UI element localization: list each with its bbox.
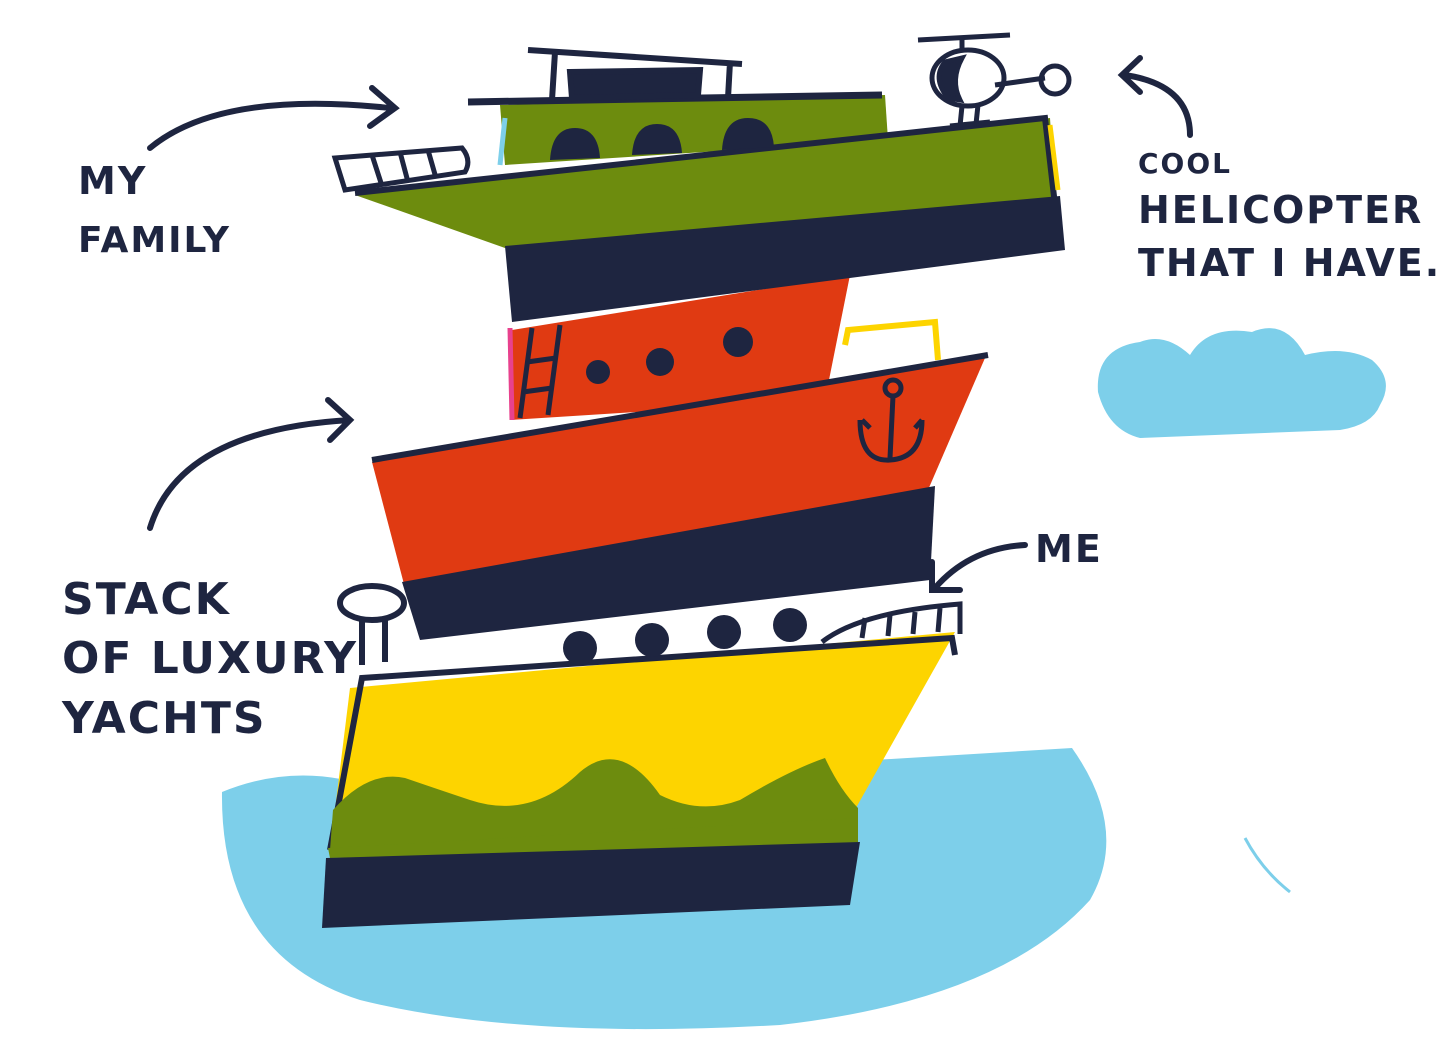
label-line: FAMILY	[78, 219, 231, 261]
label-my-family: MY FAMILY	[78, 160, 231, 261]
label-me: ME	[1035, 528, 1103, 571]
anchor-icon	[857, 377, 925, 463]
yacht-top	[331, 47, 1065, 322]
yacht-bottom	[322, 583, 963, 928]
label-line: STACK	[62, 574, 231, 625]
label-line: ME	[1035, 527, 1103, 571]
label-stack-of-yachts: STACK OF LUXURY YACHTS	[62, 575, 358, 743]
helicopter-icon	[917, 32, 1072, 129]
label-cool-helicopter: COOL HELICOPTER THAT I HAVE.	[1138, 148, 1441, 284]
label-line: OF LUXURY	[62, 633, 358, 685]
label-line: THAT I HAVE.	[1138, 240, 1442, 285]
cloud-icon	[1097, 328, 1386, 438]
arrow-icon-family	[147, 85, 400, 151]
label-line: MY	[78, 159, 148, 203]
yacht-middle	[371, 275, 989, 640]
arrow-icon-stack	[147, 397, 355, 531]
label-line: COOL	[1138, 147, 1232, 180]
label-line: HELICOPTER	[1138, 188, 1424, 233]
tail-stroke	[1243, 837, 1291, 894]
arrow-icon-me	[929, 542, 1028, 593]
arrow-icon-helicopter	[1117, 55, 1193, 138]
label-line: YACHTS	[62, 692, 267, 744]
